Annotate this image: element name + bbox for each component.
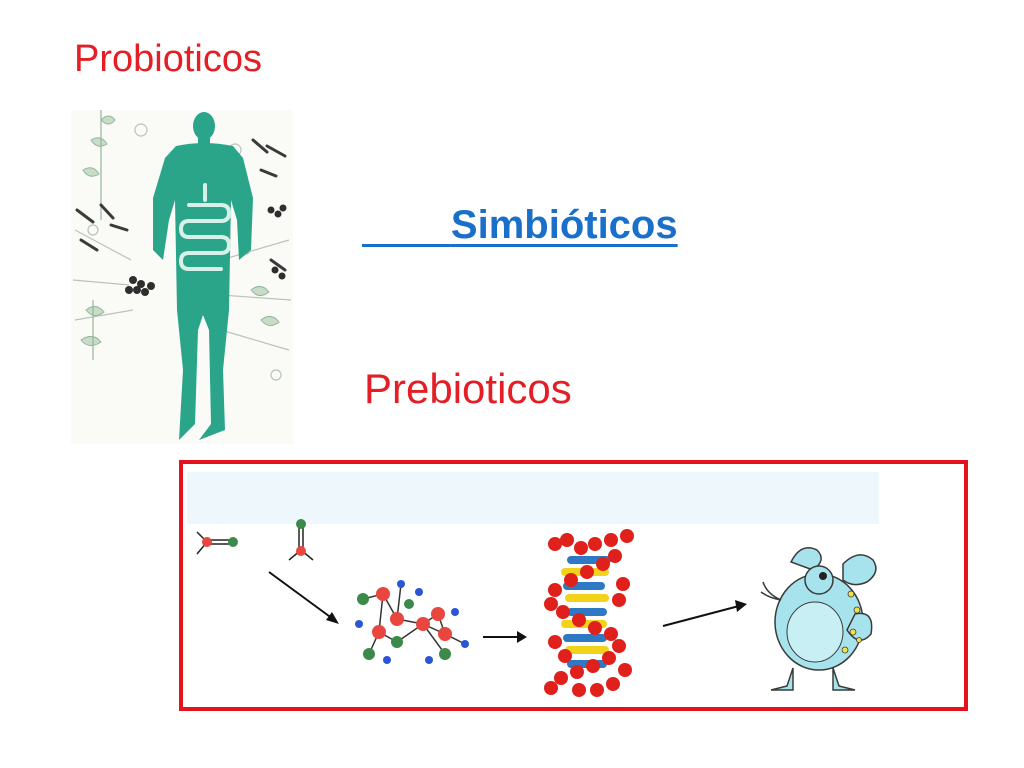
arrow-2 [483,631,527,643]
small-molecule-1 [196,531,238,555]
organism-monster [760,547,877,691]
process-illustration [196,519,877,697]
title-probioticos: Probioticos [74,38,262,80]
title-simbioticos: Simbióticos [362,204,832,246]
human-body-illustration [71,110,293,444]
arrow-3 [662,600,747,627]
human-body-svg [72,110,292,440]
title-simbioticos-text: Simbióticos [450,203,678,247]
dna-helix [544,529,634,697]
process-illustration-frame [179,460,968,711]
title-prebioticos: Prebioticos [364,365,572,412]
process-background [187,472,879,524]
title-simbioticos-spacer [362,203,451,247]
polymer-atoms [355,580,469,664]
arrow-1 [268,571,339,624]
small-molecule-2 [288,519,314,561]
